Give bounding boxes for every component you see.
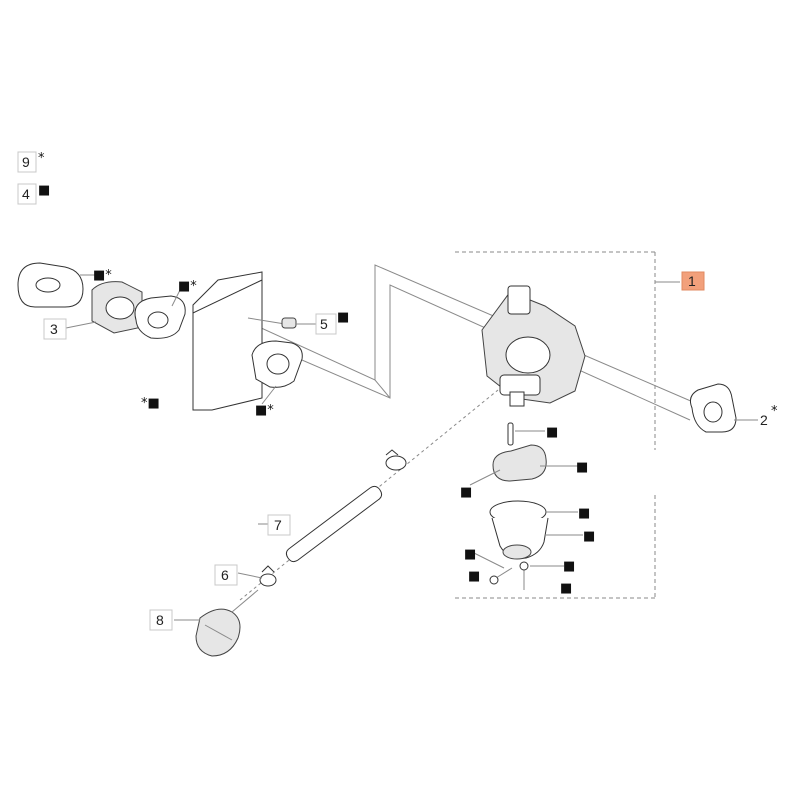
callout-8-number: 8 <box>156 612 164 628</box>
legend: 9 * 4 ■ <box>17 151 50 205</box>
fuel-hose <box>285 485 383 563</box>
callout-2-number: 2 <box>760 412 768 428</box>
float-bowl <box>489 500 549 560</box>
symbol-markers: ■* ■* *■ ■* ■ ■ ■ ■ ■ ■ ■ ■ ■ <box>93 268 595 596</box>
spacer-block <box>91 281 143 334</box>
carburetor-body <box>481 285 586 407</box>
callout-7-number: 7 <box>274 517 282 533</box>
bowl-screws <box>489 561 529 590</box>
marker-screw-d: ■ <box>560 581 572 596</box>
callout-6-number: 6 <box>221 567 229 583</box>
gasket-plate <box>251 340 303 388</box>
marker-screw-c: ■ <box>563 559 575 574</box>
marker-bowl-gasket: ■ <box>578 506 590 521</box>
fuel-line-leader <box>239 389 499 601</box>
gasket-right <box>690 383 737 433</box>
callout-3-number: 3 <box>50 321 58 337</box>
legend-symbol-square: ■ <box>38 183 50 198</box>
callout-6-box <box>214 564 238 586</box>
callouts: 1 2 * 3 5 ■ 6 7 8 <box>43 271 778 631</box>
marker-float-pin: ■ <box>546 425 558 440</box>
legend-num-9: 9 <box>22 154 30 170</box>
marker-gasket-plate: ■* <box>255 403 274 418</box>
hose-clamp-top <box>385 449 407 471</box>
float-pin <box>507 422 514 446</box>
legend-box-4 <box>17 183 37 205</box>
gasket-mid <box>134 295 186 339</box>
engine-plate <box>192 271 263 411</box>
marker-loose: *■ <box>141 396 160 411</box>
fuel-filter <box>195 589 259 657</box>
callout-7-box <box>267 514 291 536</box>
callout-1-number: 1 <box>688 273 696 289</box>
hose-clamp-bottom <box>259 565 277 587</box>
marker-needle: ■ <box>460 485 472 500</box>
marker-screw-a: ■ <box>464 547 476 562</box>
marker-bowl: ■ <box>583 529 595 544</box>
marker-screw-b: ■ <box>468 569 480 584</box>
callout-5-number: 5 <box>320 316 328 332</box>
carburetor-group-bracket <box>455 251 680 599</box>
gasket-left <box>17 262 84 308</box>
callout-5-box <box>315 313 337 335</box>
callout-1-box <box>681 271 705 291</box>
marker-gasket-left: ■* <box>93 268 112 283</box>
screw-part-5 <box>247 317 297 329</box>
callout-5-square: ■ <box>337 310 349 325</box>
legend-box-9 <box>17 151 37 173</box>
callout-2-star: * <box>771 404 778 419</box>
legend-symbol-star: * <box>38 151 45 166</box>
marker-float: ■ <box>576 460 588 475</box>
float <box>469 444 547 486</box>
callout-3-box <box>43 318 67 340</box>
marker-gasket-mid: ■* <box>178 279 197 294</box>
legend-num-4: 4 <box>22 186 30 202</box>
callout-8-box <box>149 609 173 631</box>
